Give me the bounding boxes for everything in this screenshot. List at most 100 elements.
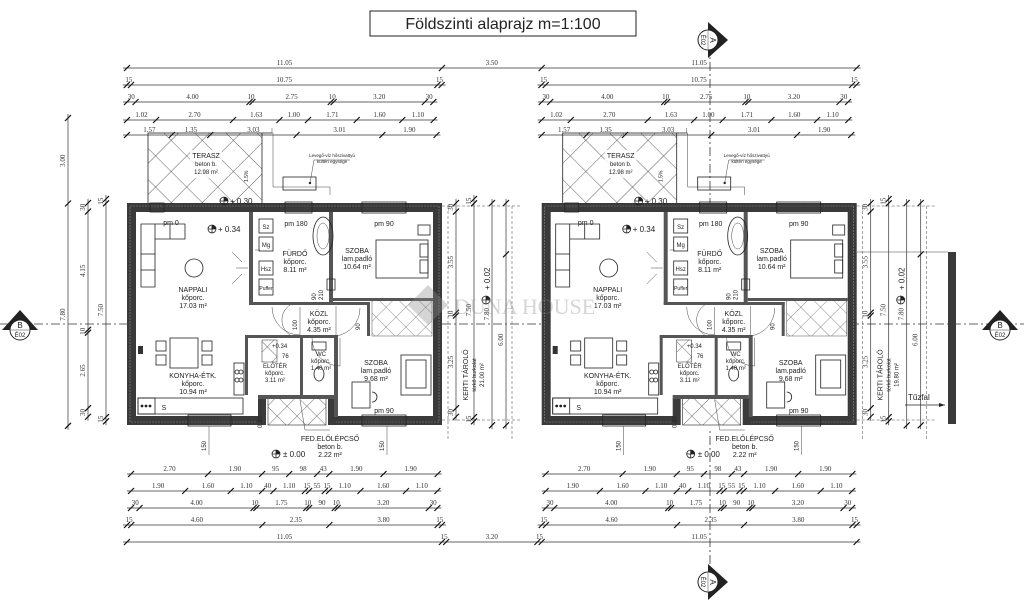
- dimension-tick: [793, 131, 801, 139]
- entry-step: [267, 397, 327, 426]
- dimension-tick: [470, 413, 478, 421]
- dimension-label: 1.90: [818, 126, 831, 134]
- dimension-tick: [660, 98, 668, 106]
- dining-table-icon: [155, 337, 213, 369]
- dimension-label: 1.10: [339, 482, 352, 490]
- dimension-tick: [667, 504, 675, 512]
- level-text: + 0.30: [645, 197, 668, 206]
- dimension-tick: [817, 487, 825, 495]
- door-width-1: 90: [727, 293, 733, 300]
- room-floor: kőporc.: [311, 359, 331, 365]
- step-height: 0.30: [258, 416, 264, 428]
- room-name: KONYHA-ÉTK.: [584, 371, 632, 380]
- dimension-label: 30: [132, 499, 140, 507]
- room-floor: lam.padló: [776, 368, 806, 375]
- dimension-tick: [84, 326, 92, 334]
- dimension-label: 90: [733, 499, 741, 507]
- room-area: 8.11 m²: [698, 267, 722, 274]
- dimension-tick: [542, 487, 550, 495]
- dimension-tick: [227, 487, 235, 495]
- dimension-label: 15: [718, 482, 726, 490]
- dimension-tick: [700, 470, 708, 478]
- room-name: FÜRDŐ: [283, 249, 308, 258]
- dimension-tick: [867, 413, 875, 421]
- dimension-tick: [546, 98, 554, 106]
- dimension-tick: [538, 98, 546, 106]
- dimension-tick: [917, 199, 925, 207]
- dimension-tick: [302, 504, 310, 512]
- dimension-tick: [123, 131, 131, 139]
- dimension-column: 6.00: [497, 199, 510, 430]
- room-fed-elolepcso: FED.ELŐLÉPCSŐ beton b. 2.22 m²: [714, 399, 774, 459]
- window-label-6: 150: [380, 440, 386, 451]
- dimension-label: 1.90: [403, 126, 416, 134]
- dimension-label: 10: [79, 327, 87, 335]
- dimension-tick: [84, 208, 92, 215]
- room-kozl: KÖZL kőporc. 4.35 m²: [722, 310, 746, 334]
- door-swings: [255, 249, 361, 367]
- window-label-5: 150: [202, 440, 208, 451]
- room-floor: kőporc.: [596, 295, 619, 302]
- dimension-tick: [123, 538, 131, 546]
- dimension-tick: [716, 487, 723, 495]
- dimension-label: 15: [125, 76, 133, 84]
- dimension-label: 2.70: [578, 465, 591, 473]
- dimension-tick: [378, 131, 386, 139]
- dimension-tick: [853, 521, 861, 529]
- dimension-label: 1.90: [567, 482, 580, 490]
- dimension-tick: [853, 64, 861, 72]
- room-floor: beton b.: [317, 444, 342, 451]
- dimension-tick: [619, 470, 627, 478]
- dimension-tick: [844, 116, 852, 124]
- interior-walls: [659, 212, 785, 417]
- dimension-tick: [204, 470, 212, 478]
- dimension-tick: [438, 81, 446, 89]
- dimension-label: 2.70: [603, 111, 616, 119]
- dimension-label: 11.05: [277, 59, 293, 67]
- room-kerti-tarolo: KERTI TÁROLÓ térkő burkolat 21.00 m²: [461, 349, 486, 401]
- dimension-tick: [853, 538, 861, 546]
- door-width-4: 90: [356, 323, 362, 330]
- dimension-tick: [102, 413, 110, 421]
- dimension-tick: [438, 538, 446, 546]
- room-name: SZOBA: [364, 360, 388, 367]
- dimension-label: 15: [441, 533, 449, 541]
- dimension-label: 98: [300, 465, 308, 473]
- dimension-tick: [690, 116, 698, 124]
- dimension-label: 3.00: [59, 154, 67, 167]
- dimension-tick: [325, 521, 333, 529]
- dimension-label: 55: [313, 482, 321, 490]
- room-floor: kőporc.: [680, 371, 700, 377]
- chimney-icon: [552, 346, 558, 354]
- window-bottom-2: [776, 414, 822, 427]
- storage-niche: [786, 299, 847, 337]
- dimension-tick: [596, 487, 604, 495]
- dimension-label: 10: [662, 93, 670, 101]
- dimension-label: 7.80: [898, 308, 906, 321]
- dimension-tick: [742, 98, 749, 106]
- room-floor: kőporc.: [726, 359, 746, 365]
- firewall: [948, 252, 956, 424]
- dimension-tick: [353, 116, 361, 124]
- room-floor: lam.padló: [361, 368, 391, 375]
- window-top-3: [361, 201, 407, 214]
- room-floor: lam.padló: [342, 256, 372, 263]
- dimension-tick: [673, 521, 681, 529]
- room-floor: kőporc.: [265, 371, 285, 377]
- dimension-tick: [720, 487, 728, 495]
- dimension-label: 15: [851, 76, 859, 84]
- dimension-label: 3.25: [862, 355, 870, 368]
- bed-icon: [375, 224, 431, 279]
- dimension-tick: [664, 504, 672, 512]
- sink-label: S: [576, 405, 581, 412]
- dimension-tick: [852, 81, 860, 89]
- dimension-label: 15: [303, 482, 311, 490]
- dimension-label: 10.75: [691, 76, 707, 84]
- dimension-tick: [425, 504, 433, 512]
- dimension-tick: [848, 504, 856, 512]
- dimension-tick: [421, 98, 429, 106]
